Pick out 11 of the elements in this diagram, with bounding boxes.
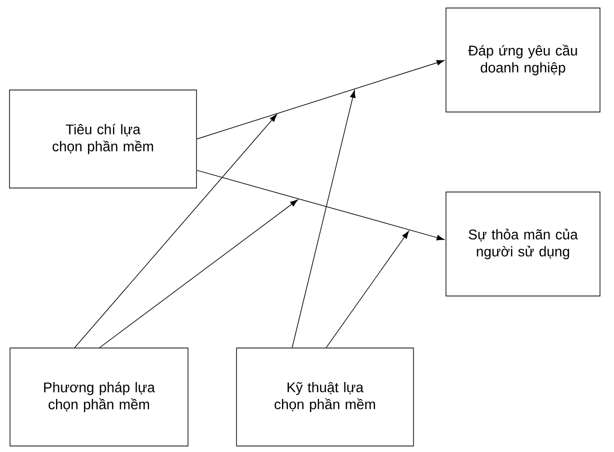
process-box: Phương pháp lựa chọn phần mềm — [10, 348, 188, 446]
arrow — [196, 60, 444, 140]
arrow — [99, 200, 298, 348]
arrow — [196, 170, 444, 240]
process-box: Tiêu chí lựa chọn phần mềm — [9, 90, 197, 188]
arrow — [292, 90, 356, 348]
process-box: Sự thỏa mãn của người sử dụng — [446, 192, 600, 296]
process-box: Đáp ứng yêu cầu doanh nghiệp — [446, 8, 600, 112]
arrow — [326, 230, 409, 348]
process-box: Kỹ thuật lựa chọn phần mềm — [236, 348, 414, 446]
arrow — [74, 114, 277, 348]
